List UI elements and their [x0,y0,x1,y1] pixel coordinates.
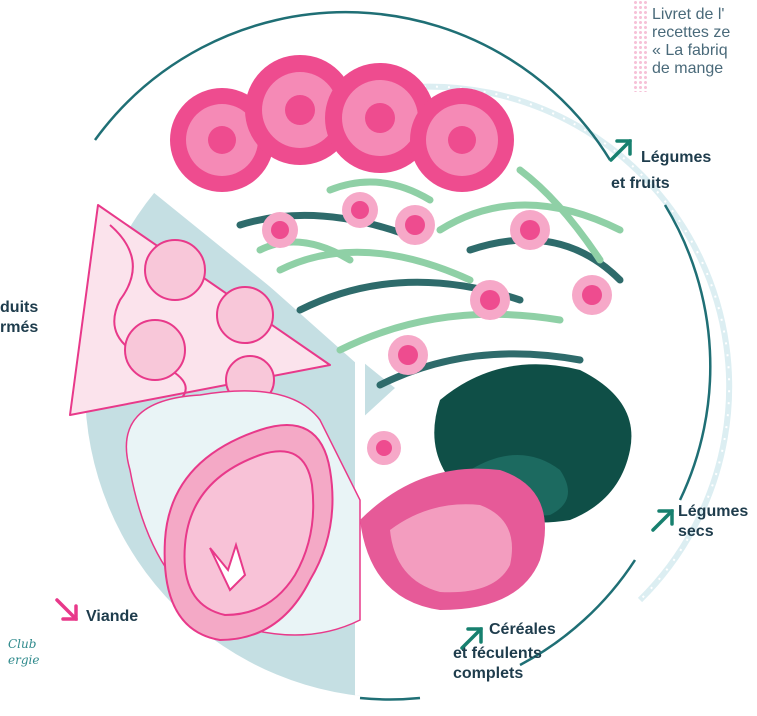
photo-credit: Club ergie [8,636,32,668]
note-line-2: recettes ze [652,24,757,42]
label-legumes-secs: Légumes secs [678,502,748,542]
note-line-1: Livret de l' [652,6,757,24]
label-cereales-line2: et féculents complets [453,644,542,684]
label-legumes-fruits-line2: et fruits [611,174,670,194]
arrow-down-right-icon [57,600,76,619]
label-produits-transformes: duits rmés [0,292,46,344]
label-viande: Viande [78,601,146,633]
note-line-3: « La fabriq [652,42,757,60]
label-cereales-line1: Céréales [489,620,556,640]
decorative-dots [633,0,647,92]
note-line-4: de mange [652,60,757,78]
booklet-note: Livret de l' recettes ze « La fabriq de … [652,6,757,78]
label-legumes-fruits: Légumes [641,148,711,168]
